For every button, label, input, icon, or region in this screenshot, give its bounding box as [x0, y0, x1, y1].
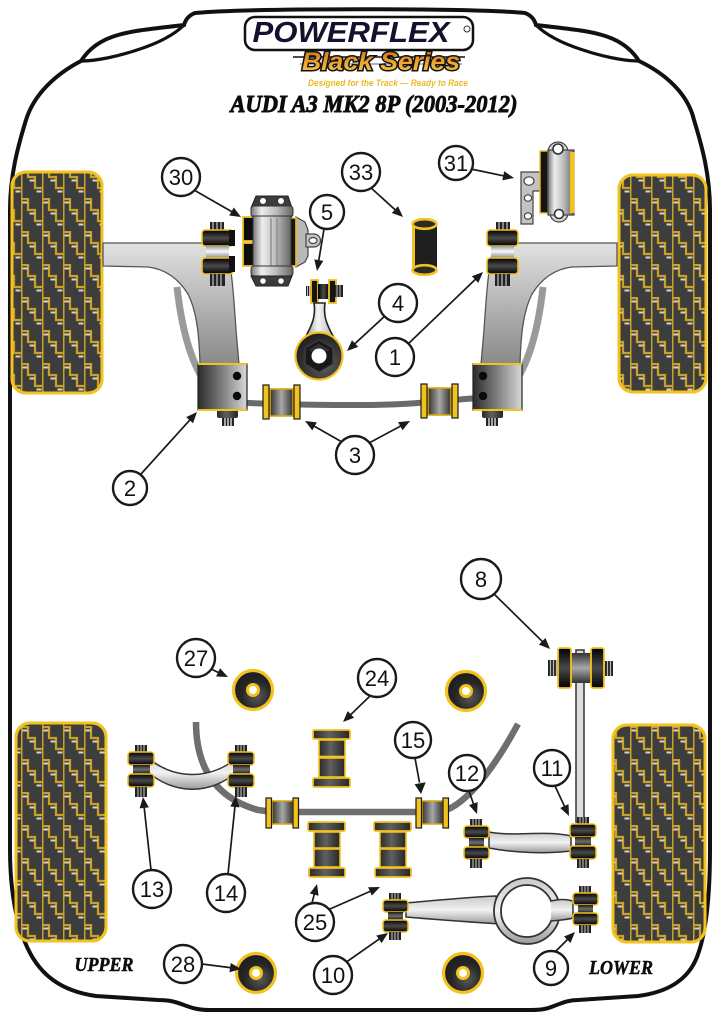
svg-text:33: 33: [349, 160, 373, 185]
svg-text:1: 1: [389, 345, 401, 370]
svg-text:25: 25: [303, 910, 327, 935]
svg-text:11: 11: [541, 756, 564, 781]
svg-text:10: 10: [321, 963, 345, 988]
svg-text:14: 14: [214, 881, 238, 906]
svg-text:28: 28: [171, 952, 195, 977]
svg-text:3: 3: [349, 443, 361, 468]
svg-text:4: 4: [392, 291, 404, 316]
svg-text:LOWER: LOWER: [588, 957, 653, 979]
svg-text:9: 9: [545, 956, 557, 981]
svg-text:UPPER: UPPER: [75, 954, 134, 976]
svg-text:13: 13: [140, 877, 164, 902]
svg-text:Black Series: Black Series: [302, 48, 460, 76]
svg-text:5: 5: [321, 200, 333, 225]
svg-text:15: 15: [401, 728, 425, 753]
svg-text:12: 12: [455, 761, 479, 786]
svg-text:Designed for the Track — Ready: Designed for the Track — Ready to Race: [308, 78, 469, 89]
svg-text:27: 27: [184, 646, 208, 671]
svg-text:24: 24: [365, 666, 389, 691]
svg-text:8: 8: [475, 567, 487, 592]
svg-text:31: 31: [444, 151, 468, 176]
svg-text:POWERFLEX: POWERFLEX: [253, 17, 452, 49]
svg-text:AUDI A3 MK2 8P (2003-2012): AUDI A3 MK2 8P (2003-2012): [229, 92, 518, 118]
svg-text:30: 30: [169, 165, 193, 190]
svg-text:2: 2: [124, 476, 136, 501]
